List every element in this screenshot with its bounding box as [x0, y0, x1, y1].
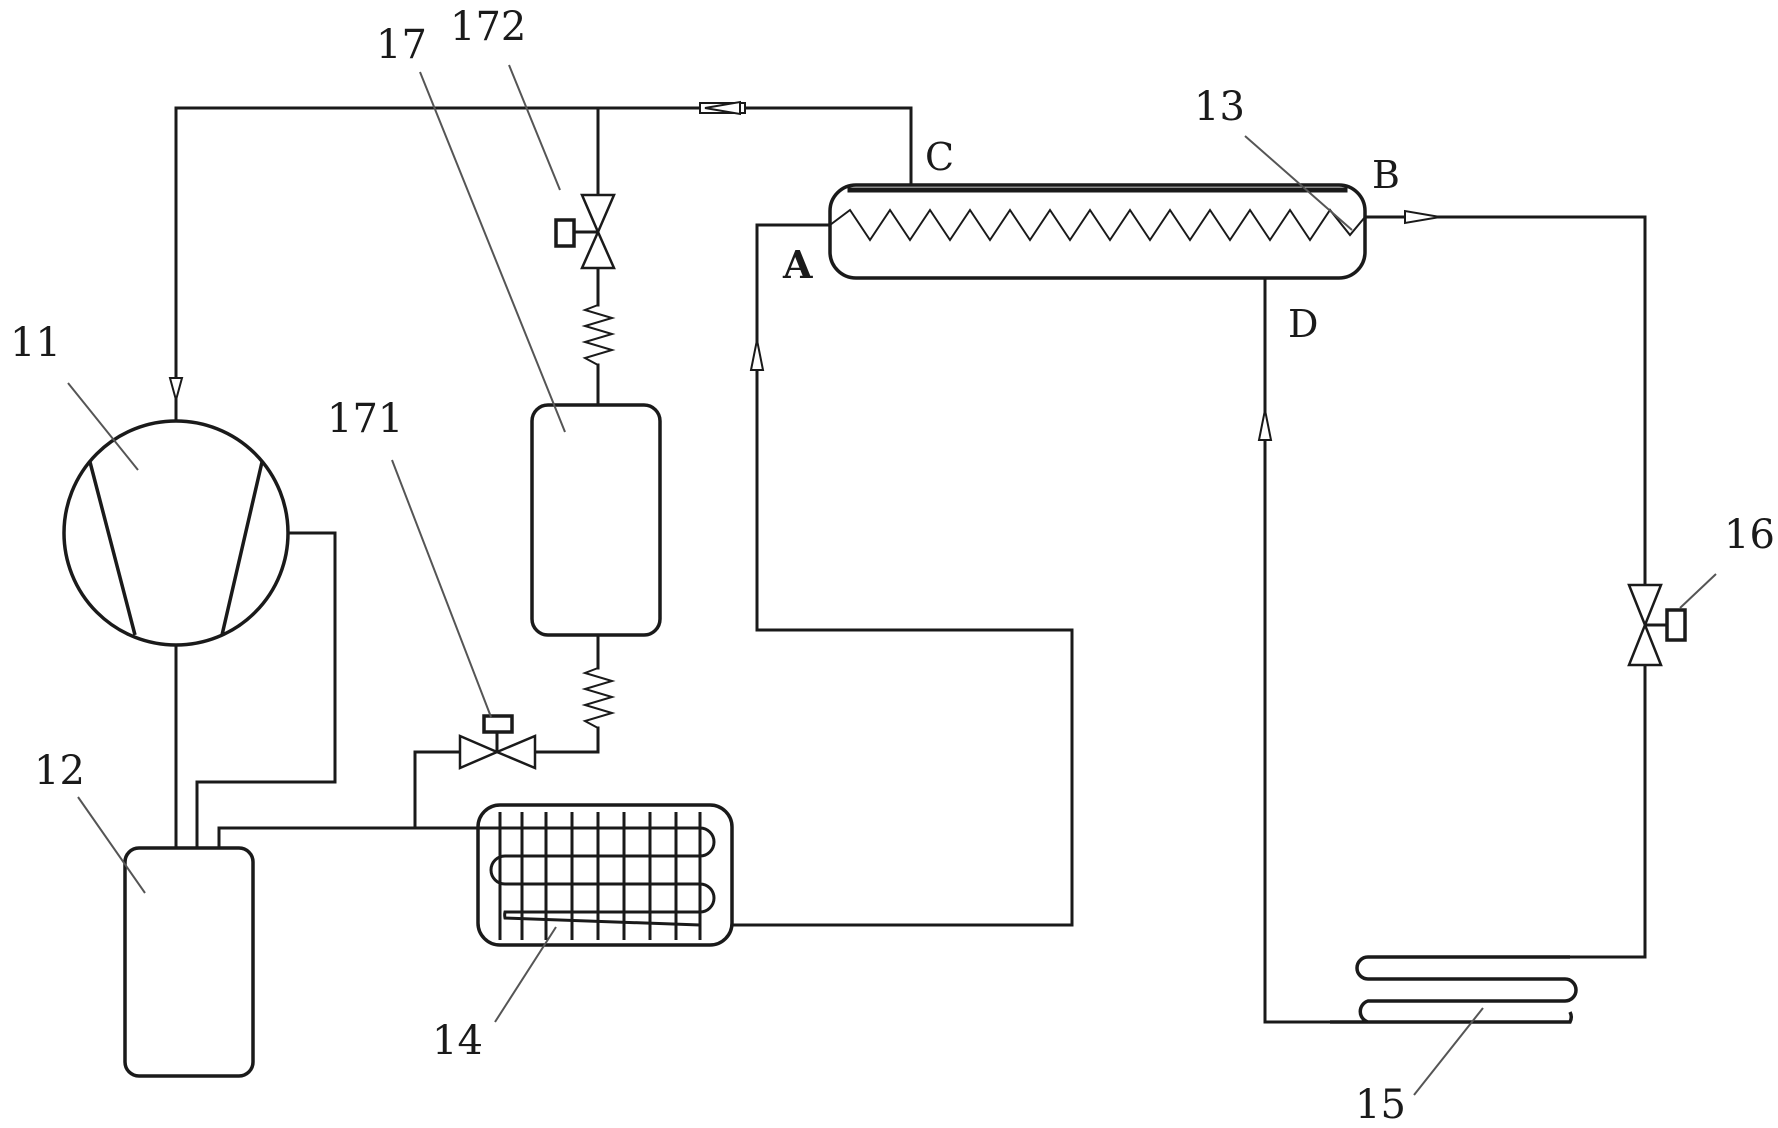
- pipe-b-to-valve-16: [1363, 215, 1647, 587]
- compressor-11: [62, 419, 290, 647]
- valve-16-upper-triangle: [1627, 583, 1663, 629]
- valve-172-lower-triangle: [580, 228, 616, 270]
- compressor-vane-left: [88, 461, 137, 636]
- port-label-a: A: [782, 242, 813, 287]
- accumulator-12: [123, 846, 255, 1078]
- flow-arrow-up-a-line: [749, 339, 765, 371]
- valve-16-lower-triangle: [1627, 621, 1663, 667]
- valve-171: [458, 714, 537, 770]
- compressor-circle: [62, 419, 290, 647]
- label-171: 171: [327, 396, 403, 442]
- valve-16-actuator: [1665, 608, 1687, 642]
- label-17: 17: [376, 22, 427, 68]
- leader-171: [391, 459, 492, 718]
- pipe-valve-16-evaporator: [1568, 663, 1647, 959]
- heat-exchanger-coil: [829, 208, 1366, 242]
- leader-16: [1679, 573, 1717, 609]
- evaporator-15: [1330, 955, 1578, 1024]
- condenser-serpentine: [470, 826, 716, 927]
- condenser-frame: [476, 803, 734, 947]
- storage-tank-17: [530, 304, 662, 729]
- valve-171-left-triangle: [458, 734, 501, 770]
- flow-arrow-up-d-line: [1257, 409, 1273, 441]
- leader-17: [419, 71, 566, 433]
- expansion-valve-16: [1627, 583, 1687, 667]
- pipe-evaporator-to-d: [1263, 278, 1332, 1024]
- suction-line-top: [174, 106, 913, 422]
- condenser-fins: [498, 812, 702, 940]
- coil-lower: [581, 667, 616, 729]
- flow-arrows: [168, 100, 1441, 441]
- pipe-compressor-discharge: [195, 531, 337, 850]
- label-13: 13: [1194, 84, 1245, 130]
- valve-171-right-triangle: [493, 734, 537, 770]
- heat-exchanger-shell: [828, 183, 1367, 280]
- leader-12: [77, 796, 146, 894]
- pipe-condenser-to-a: [730, 223, 1074, 927]
- port-label-b: B: [1372, 153, 1400, 197]
- flow-arrow-right-b-line: [1404, 209, 1441, 225]
- pipe-accumulator-condenser: [217, 826, 480, 850]
- leader-172: [508, 64, 561, 191]
- label-16: 16: [1724, 512, 1775, 558]
- leader-14: [494, 926, 557, 1023]
- leader-13: [1244, 135, 1353, 231]
- label-172: 172: [450, 4, 526, 50]
- condenser-14: [470, 803, 734, 947]
- pipe-coil-valve-171: [533, 726, 600, 754]
- port-label-d: D: [1288, 302, 1318, 346]
- flow-arrow-down-compressor: [168, 377, 184, 404]
- heat-exchanger-13: [828, 183, 1367, 280]
- valve-172-actuator: [554, 218, 576, 248]
- evaporator-coil: [1330, 955, 1578, 1024]
- leader-lines: [67, 64, 1717, 1096]
- label-15: 15: [1355, 1082, 1406, 1128]
- leader-15: [1413, 1007, 1484, 1096]
- piping: [174, 106, 1647, 1024]
- storage-tank-body: [530, 403, 662, 637]
- compressor-vane-right: [220, 461, 264, 636]
- port-labels: A B C D: [782, 135, 1400, 346]
- flow-arrow-top-left-head: [704, 100, 741, 116]
- component-labels: 11 12 13 14 15 16 17 171 172: [10, 4, 1775, 1128]
- coil-upper: [581, 304, 616, 366]
- valve-172-upper-triangle: [580, 193, 616, 236]
- label-14: 14: [432, 1018, 483, 1064]
- valve-172: [554, 193, 616, 270]
- label-12: 12: [34, 748, 85, 794]
- port-label-c: C: [925, 135, 954, 179]
- leader-11: [67, 382, 139, 471]
- label-11: 11: [10, 320, 61, 366]
- valve-171-actuator: [482, 714, 514, 734]
- pipe-valve-171-junction: [413, 750, 462, 830]
- accumulator-body: [123, 846, 255, 1078]
